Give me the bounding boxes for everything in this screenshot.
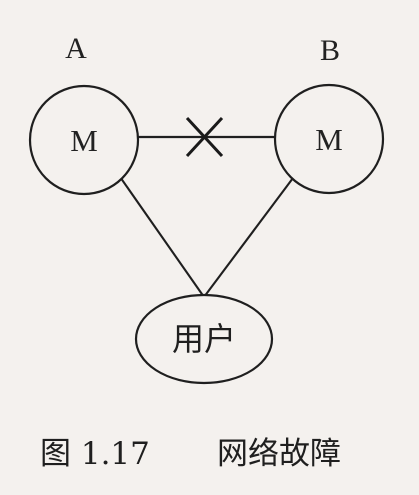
node-a-circle — [28, 84, 140, 196]
node-a-name: A — [65, 32, 87, 65]
node-b-circle — [273, 83, 385, 195]
node-a-inner-label: M — [70, 123, 98, 158]
node-b-inner-label: M — [315, 122, 343, 157]
broken-link-icon — [185, 116, 224, 158]
figure-number: 图 1.17 — [40, 436, 150, 472]
user-node: 用户 — [134, 293, 274, 385]
link-right-user — [203, 173, 297, 298]
node-a: M — [28, 84, 140, 196]
figure-caption: 图 1.17 网络故障 — [40, 436, 341, 472]
link-left-user — [117, 173, 205, 298]
user-node-ellipse — [134, 293, 274, 385]
node-b: M — [273, 83, 385, 195]
figure-title: 网络故障 — [217, 436, 341, 472]
break-mark-stroke-2 — [185, 116, 224, 158]
node-b-name: B — [320, 34, 340, 67]
user-node-label: 用户 — [172, 320, 236, 358]
